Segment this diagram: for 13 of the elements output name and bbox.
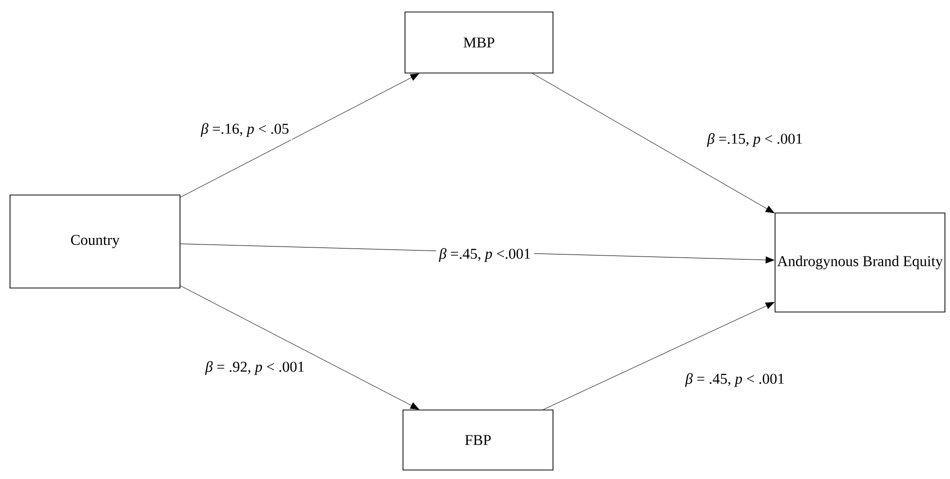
arrow — [543, 302, 774, 410]
process-box: MBP — [404, 12, 554, 74]
process-box: FBP — [402, 410, 554, 470]
edge-label: β =.15, p < .001 — [704, 130, 806, 150]
process-box: Androgynous Brand Equity — [774, 212, 946, 312]
arrow — [532, 73, 774, 214]
edge-label: β =.45, p <.001 — [436, 245, 534, 265]
edge-label: β = .45, p < .001 — [682, 370, 788, 390]
arrow — [180, 286, 420, 410]
process-box: Country — [10, 194, 180, 288]
edge-label: β = .92, p < .001 — [202, 358, 308, 378]
arrow — [180, 73, 420, 198]
edge-label: β =.16, p < .05 — [198, 120, 292, 140]
